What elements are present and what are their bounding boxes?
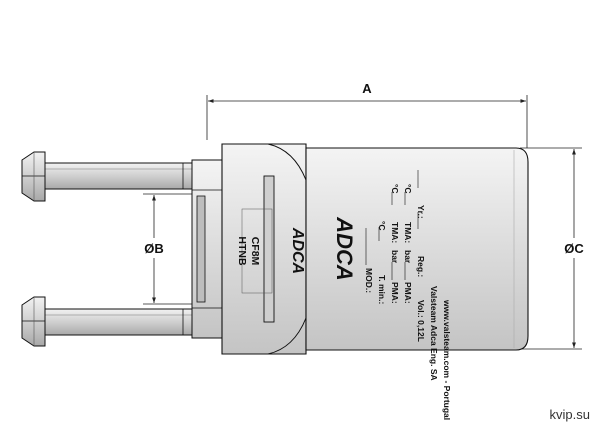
trap-body: ADCA MOD.: T. min.: °C PMA: bar TMA: °C … — [305, 147, 529, 420]
adca-logo: ADCA — [289, 227, 306, 274]
upper-hex-nut — [21, 151, 46, 202]
nameplate-mod: MOD.: — [364, 268, 374, 293]
cover-rib — [263, 175, 275, 323]
nameplate-volume: Vol.: 0,12L — [416, 300, 426, 342]
flange-slot — [196, 195, 206, 303]
nameplate-company: Valsteam Adca Eng. SA — [429, 286, 439, 381]
nameplate-pma1: PMA: — [390, 282, 400, 304]
body-adca-logo: ADCA — [332, 216, 357, 281]
dimension-a: A — [206, 81, 528, 148]
nameplate-pma2: PMA: — [403, 282, 413, 304]
upper-pipe — [43, 162, 195, 190]
body-marking-cf8m: CF8M — [249, 237, 261, 266]
body-marking-htnb: HTNB — [236, 236, 248, 266]
nameplate-yr: Yr.: — [416, 205, 426, 219]
trap-cover: CF8M HTNB ADCA — [221, 143, 307, 355]
nameplate-reg: Reg.: — [416, 256, 426, 277]
lower-pipe-connection — [21, 296, 195, 347]
cover-curve-bottom — [267, 317, 307, 355]
nameplate-tma2-unit: °C — [403, 184, 413, 194]
flange-block — [191, 159, 223, 339]
nameplate: MOD.: T. min.: °C PMA: bar TMA: °C PMA: … — [364, 170, 452, 420]
dimension-c-label-bg — [554, 238, 594, 258]
cover-marking-panel — [241, 208, 273, 294]
connector-flange — [191, 159, 223, 339]
cover-curve-top — [267, 143, 307, 181]
nameplate-tmin: T. min.: — [377, 275, 387, 304]
lower-hex-nut — [21, 296, 46, 347]
dimension-c-label: ØC — [564, 241, 584, 256]
dimension-b: ØB — [135, 193, 205, 305]
nameplate-tma1: TMA: — [390, 222, 400, 243]
nameplate-tmin-unit: °C — [377, 221, 387, 231]
nameplate-website: www.valsteam.com - Portugal — [442, 299, 452, 420]
body-outline — [305, 147, 529, 351]
nameplate-tma2: TMA: — [403, 222, 413, 243]
dimension-c: ØC — [520, 147, 594, 350]
dimension-b-label-bg — [135, 238, 173, 258]
nameplate-pma2-unit: bar — [403, 250, 413, 264]
watermark: kvip.su — [550, 407, 590, 422]
nameplate-pma1-unit: bar — [390, 250, 400, 264]
nameplate-tma1-unit: °C — [390, 184, 400, 194]
dimension-b-label: ØB — [144, 241, 164, 256]
lower-pipe — [43, 308, 195, 336]
dimension-a-label: A — [362, 81, 372, 96]
